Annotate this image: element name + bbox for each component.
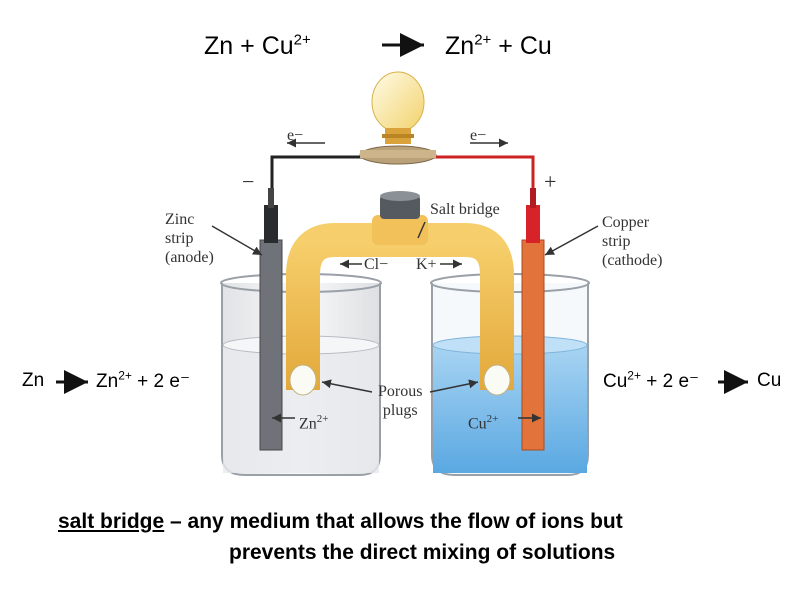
minus-terminal-label: − (242, 169, 255, 194)
copper-strip-label: Copper strip (cathode) (602, 213, 662, 270)
electron-label-left: e− (287, 127, 304, 144)
cathode-cu-ion: Cu (603, 371, 628, 392)
right-porous-plug (483, 364, 511, 396)
cathode-electrons: + 2 e⁻ (646, 371, 700, 392)
zn-ion-label: Zn2+ (299, 410, 329, 433)
plus-terminal-label: + (544, 169, 557, 194)
eq-zn: Zn (204, 32, 234, 60)
eq-zn-ion-charge: 2+ (474, 31, 492, 49)
right-wire (432, 155, 535, 205)
definition-line2: prevents the direct mixing of solutions (229, 541, 616, 564)
left-porous-plug (289, 364, 317, 396)
definition-term: salt bridge (58, 510, 165, 533)
eq-zn-ion: Zn (445, 32, 475, 60)
zinc-strip-label-line1: Zinc (165, 211, 195, 228)
salt-bridge-label: Salt bridge (430, 201, 500, 218)
anode-products: Zn2+ + 2 e⁻ (96, 370, 190, 393)
definition-line1-rest: – any medium that allows the flow of ion… (164, 510, 623, 533)
anode-zn-ion-charge: 2+ (118, 368, 132, 383)
cu-ion-symbol: Cu (468, 415, 487, 433)
porous-plugs-label: Porous plugs (378, 382, 422, 420)
copper-strip-label-line3: (cathode) (602, 252, 663, 269)
zinc-strip-label-line2: strip (165, 230, 194, 247)
overall-equation-left: Zn + Cu2+ (204, 32, 311, 61)
cathode-cu-ion-charge: 2+ (627, 368, 641, 383)
porous-plugs-line1: Porous (378, 383, 423, 400)
bulb (371, 71, 425, 133)
definition-line1: salt bridge – any medium that allows the… (58, 506, 623, 537)
copper-strip-label-line1: Copper (602, 214, 650, 231)
zn-ion-charge: 2+ (316, 413, 329, 425)
eq-plus-1: + (240, 32, 255, 60)
salt-bridge-stopper (380, 195, 420, 219)
eq-cu-metal: Cu (519, 32, 552, 60)
cu-ion-charge: 2+ (486, 413, 499, 425)
eq-cu-charge: 2+ (293, 31, 311, 49)
anode-reactant: Zn (22, 370, 45, 391)
zn-ion-symbol: Zn (299, 415, 317, 433)
cathode-reactants: Cu2+ + 2 e⁻ (603, 370, 699, 393)
copper-strip-label-line2: strip (602, 233, 631, 250)
eq-cu: Cu (261, 32, 294, 60)
k-ion-label: K+ (416, 256, 437, 273)
cu-ion-label: Cu2+ (468, 410, 498, 433)
electron-label-right: e− (470, 127, 487, 144)
cl-ion-label: Cl− (364, 256, 389, 273)
zinc-strip-label-line3: (anode) (165, 249, 214, 266)
cathode-product: Cu (757, 370, 782, 391)
porous-plugs-line2: plugs (382, 402, 418, 419)
eq-plus-2: + (498, 32, 513, 60)
anode-zn-ion: Zn (96, 371, 119, 392)
overall-equation-right: Zn2+ + Cu (445, 32, 552, 61)
left-wire (270, 155, 365, 205)
zinc-strip-label: Zinc strip (anode) (165, 210, 214, 267)
anode-electrons: + 2 e⁻ (137, 371, 190, 392)
